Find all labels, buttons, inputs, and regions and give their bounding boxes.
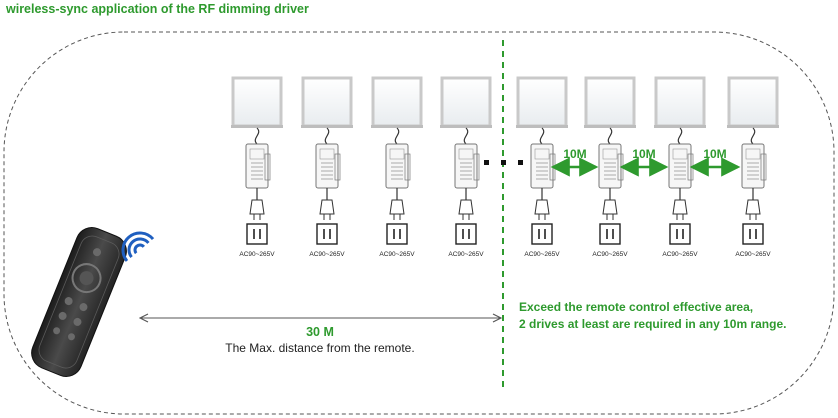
wall-socket-icon: [455, 223, 477, 245]
spacing-markers: 10M 10M 10M: [550, 147, 741, 177]
wall-socket-icon: [246, 223, 268, 245]
power-plug-icon: [745, 199, 761, 220]
coverage-boundary: [3, 31, 835, 415]
distance-value: 30 M: [306, 325, 334, 339]
distance-caption: The Max. distance from the remote.: [225, 341, 414, 355]
driver-unit-7: AC90~265V: [654, 76, 706, 258]
driver-unit-5: AC90~265V: [516, 76, 568, 258]
voltage-label: AC90~265V: [448, 251, 484, 258]
driver-unit-1: AC90~265V: [231, 76, 283, 258]
led-driver-box: [598, 143, 624, 189]
led-driver-box: [315, 143, 341, 189]
power-plug-icon: [602, 199, 618, 220]
remote-power-button-icon: [93, 248, 102, 257]
voltage-label: AC90~265V: [735, 251, 771, 258]
wall-socket-icon: [669, 223, 691, 245]
wifi-signal-icon: [121, 231, 155, 262]
power-plug-icon: [389, 199, 405, 220]
power-plug-icon: [672, 199, 688, 220]
remote-dial-ring: [71, 263, 102, 294]
driver-unit-6: AC90~265V: [584, 76, 636, 258]
power-plug-icon: [319, 199, 335, 220]
spacing-label-3: 10M: [703, 147, 726, 161]
driver-unit-4: AC90~265V: [440, 76, 492, 258]
page-title: wireless-sync application of the RF dimm…: [6, 2, 309, 16]
voltage-label: AC90~265V: [309, 251, 345, 258]
wall-socket-icon: [531, 223, 553, 245]
led-panel-light: [584, 76, 636, 128]
power-plug-icon: [458, 199, 474, 220]
rf-remote-control: [31, 227, 127, 377]
spacing-label-1: 10M: [563, 147, 586, 161]
driver-unit-2: AC90~265V: [301, 76, 353, 258]
wall-socket-icon: [742, 223, 764, 245]
led-panel-light: [301, 76, 353, 128]
led-panel-light: [231, 76, 283, 128]
remote-scene-button-icon: [58, 311, 67, 320]
led-panel-light: [516, 76, 568, 128]
wall-socket-icon: [316, 223, 338, 245]
led-driver-box: [454, 143, 480, 189]
voltage-label: AC90~265V: [662, 251, 698, 258]
remote-brightness-down-icon: [79, 303, 88, 312]
power-plug-icon: [534, 199, 550, 220]
led-panel-light: [654, 76, 706, 128]
voltage-label: AC90~265V: [379, 251, 415, 258]
driver-unit-3: AC90~265V: [371, 76, 423, 258]
led-panel-light: [440, 76, 492, 128]
remote-timer-button-icon: [73, 317, 82, 326]
note-line-1: Exceed the remote control effective area…: [519, 300, 753, 314]
voltage-label: AC90~265V: [592, 251, 628, 258]
spacing-label-2: 10M: [632, 147, 655, 161]
wall-socket-icon: [386, 223, 408, 245]
driver-units: AC90~265V AC90~265V AC90~265V AC90~265V AC90…: [231, 76, 779, 258]
led-panel-light: [371, 76, 423, 128]
wall-socket-icon: [599, 223, 621, 245]
led-driver-box: [741, 143, 767, 189]
led-driver-box: [385, 143, 411, 189]
voltage-label: AC90~265V: [239, 251, 275, 258]
power-plug-icon: [249, 199, 265, 220]
note-line-2: 2 drives at least are required in any 10…: [519, 317, 786, 331]
continuation-dots: [484, 160, 523, 165]
led-panel-light: [727, 76, 779, 128]
led-driver-box: [245, 143, 271, 189]
led-driver-box: [530, 143, 556, 189]
driver-unit-8: AC90~265V: [727, 76, 779, 258]
voltage-label: AC90~265V: [524, 251, 560, 258]
led-driver-box: [668, 143, 694, 189]
remote-brightness-up-icon: [64, 297, 73, 306]
